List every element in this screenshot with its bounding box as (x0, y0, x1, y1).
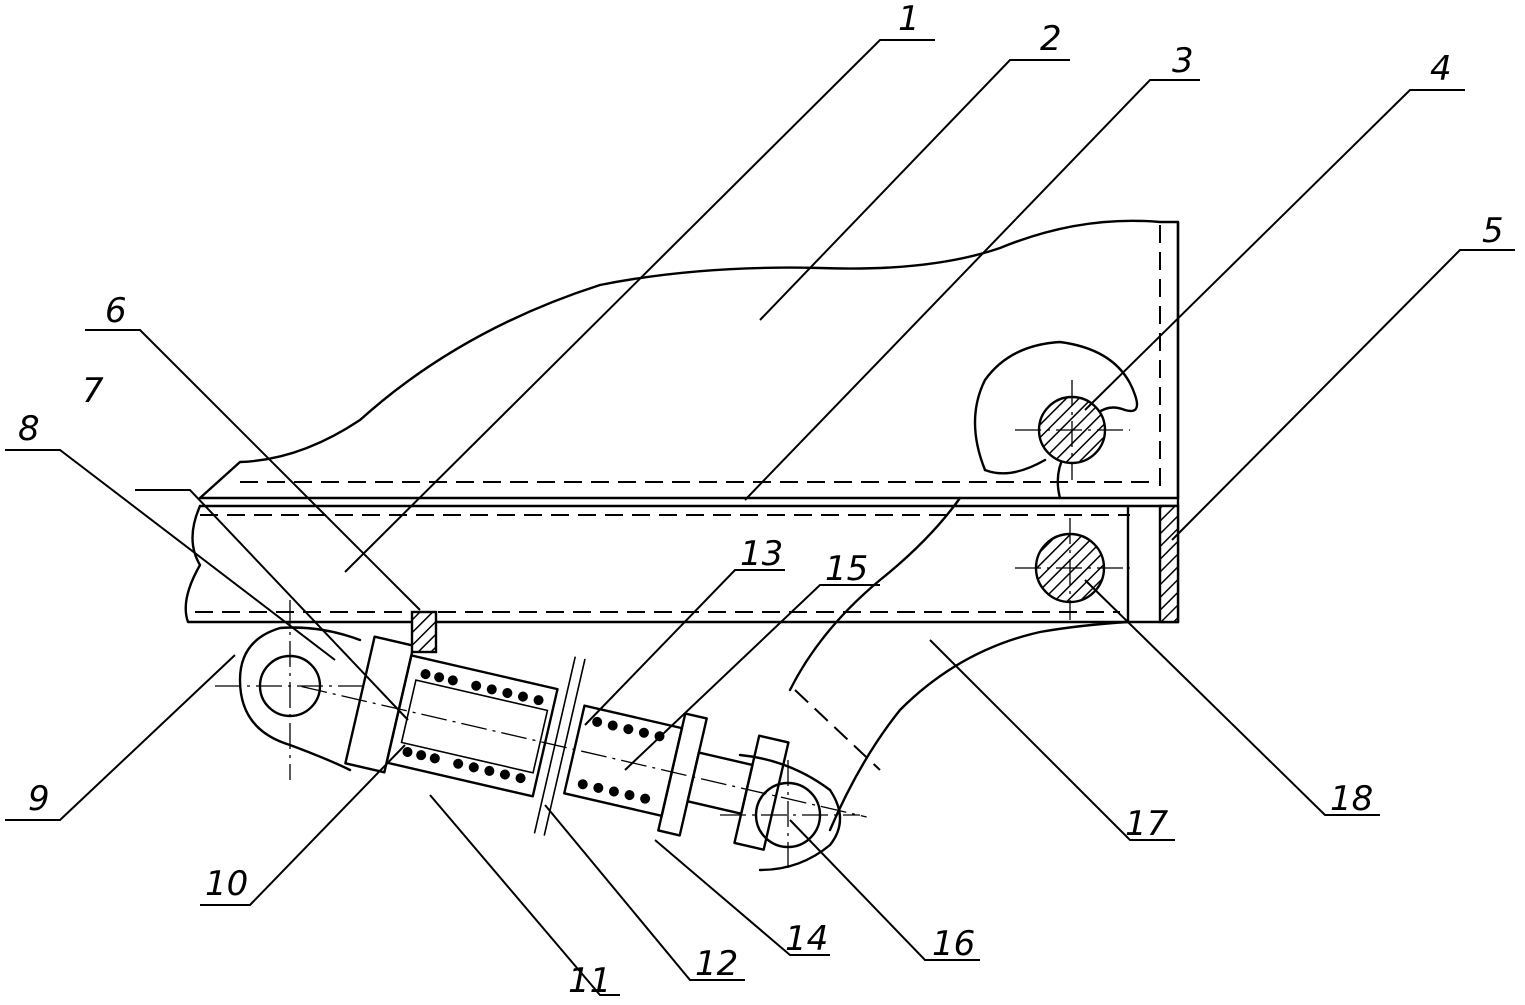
label-2: 2 (1040, 19, 1062, 59)
part-labels: 1 2 3 4 5 6 7 8 9 10 11 12 13 14 15 16 1… (18, 0, 1504, 1001)
label-13: 13 (740, 534, 783, 574)
label-3: 3 (1172, 41, 1194, 81)
left-eye-9 (240, 628, 360, 771)
spring-cylinder (281, 599, 887, 905)
bracket-lug-base (985, 460, 1045, 473)
label-15: 15 (825, 549, 868, 589)
leader-lines (5, 40, 1515, 995)
label-7: 7 (82, 371, 104, 411)
label-9: 9 (28, 779, 50, 819)
end-plate-5 (1160, 506, 1178, 622)
label-8: 8 (18, 409, 40, 449)
label-1: 1 (898, 0, 920, 39)
label-11: 11 (568, 961, 611, 1001)
label-6: 6 (105, 291, 127, 331)
label-18: 18 (1330, 779, 1373, 819)
label-10: 10 (205, 864, 248, 904)
bracket-17-inner (790, 498, 960, 690)
label-17: 17 (1125, 804, 1169, 844)
label-12: 12 (695, 944, 738, 984)
bracket-17-outline (830, 622, 1128, 830)
label-4: 4 (1430, 49, 1452, 89)
label-5: 5 (1482, 211, 1504, 251)
label-16: 16 (932, 924, 975, 964)
stack-element-6 (412, 612, 436, 652)
label-14: 14 (785, 919, 828, 959)
upper-body-outline (200, 221, 1178, 498)
